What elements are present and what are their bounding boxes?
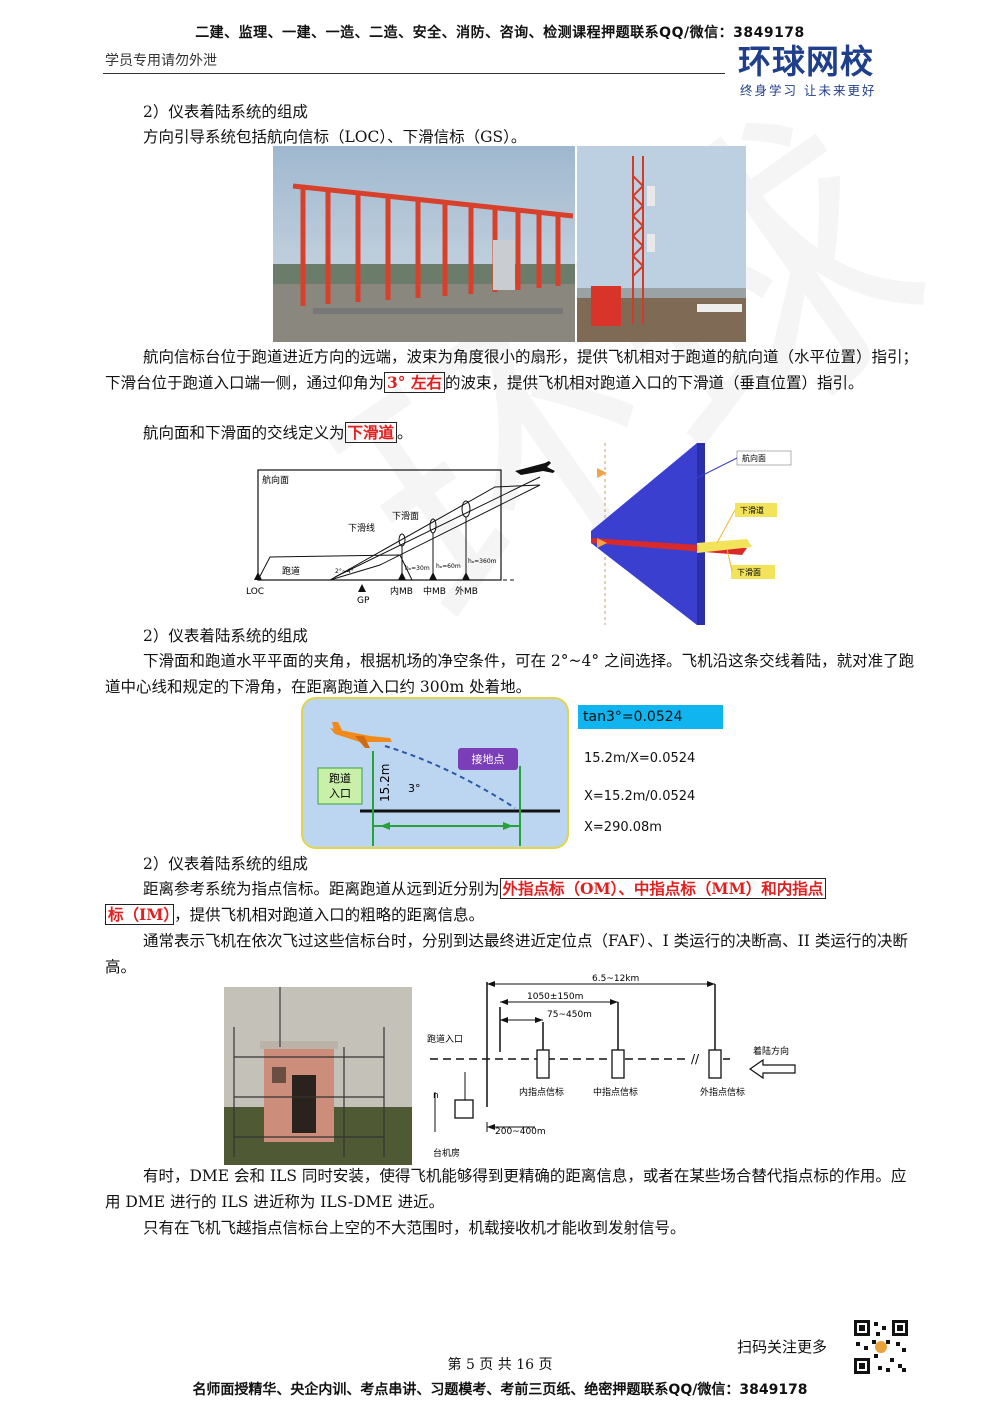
label-n: n xyxy=(433,1091,439,1101)
label-room: 台机房 xyxy=(433,1147,460,1159)
label-height: 15.2m xyxy=(378,764,392,802)
airplane-icon-touchdown xyxy=(330,722,392,748)
qr-code[interactable] xyxy=(852,1318,910,1376)
section3-para: 距离参考系统为指点信标。距离跑道从远到近分别为外指点标（OM）、中指点标（MM）… xyxy=(105,876,920,928)
label-touchdown: 接地点 xyxy=(472,753,505,766)
airplane-icon xyxy=(515,461,555,475)
logo-sub-text: 终身学习 让未来更好 xyxy=(740,83,877,98)
label-threshold-line2: 入口 xyxy=(329,787,351,800)
section1-def-a: 航向面和下滑面的交线定义为 xyxy=(143,424,345,442)
label-mm-marker: 中指点信标 xyxy=(593,1086,638,1098)
touchdown-diagram: 跑道 入口 接地点 15.2m 3° xyxy=(300,696,570,850)
header-divider xyxy=(103,73,725,74)
section1-desc-a: 航向信标台位于跑道进近方向的远端，波束为角度很小的扇形，提供飞机相对于跑道的航向… xyxy=(105,348,919,392)
section1-para: 方向引导系统包括航向信标（LOC）、下滑信标（GS）。 xyxy=(143,128,527,146)
marker-beacon-hut-photo xyxy=(224,987,412,1165)
glide-slope-tower-photo xyxy=(577,146,746,342)
section3-para2: 通常表示飞机在依次飞过这些信标台时，分别到达最终进近定位点（FAF）、I 类运行… xyxy=(105,932,908,976)
calc-tan3: tan3°=0.0524 xyxy=(578,705,723,729)
axis-break-icon: // xyxy=(691,1052,700,1066)
highlight-glide-path: 下滑道 xyxy=(344,422,398,443)
label-om: 外MB xyxy=(455,585,478,597)
section1-heading: 2）仪表着陆系统的组成 xyxy=(143,103,308,121)
section1-def-b: 。 xyxy=(397,424,413,442)
label-mm: 中MB xyxy=(423,585,446,597)
section4-para2: 只有在飞机飞越指点信标台上空的不大范围时，机载接收机才能收到发射信号。 xyxy=(143,1219,686,1237)
marker-distance-diagram: 6.5~12km 1050±150m 75~450m // 200~400m 跑… xyxy=(425,972,800,1162)
header-sub-text: 学员专用请勿外泄 xyxy=(105,53,217,69)
label-loc: LOC xyxy=(246,587,264,597)
label-h60: hₐ=60m xyxy=(436,563,461,570)
label-glide-plane-3d: 下滑面 xyxy=(737,567,761,577)
ils-schematic-diagram: 航向面 下滑线 下滑面 跑道 2°~4° hₐ=30m hₐ=60m hₐ=36… xyxy=(240,447,560,622)
calc-x-result: X=290.08m xyxy=(584,820,662,835)
section1-desc-b: 的波束，提供飞机相对跑道入口的下滑道（垂直位置）指引。 xyxy=(444,374,864,392)
section3-para-a: 距离参考系统为指点信标。距离跑道从远到近分别为 xyxy=(143,880,500,898)
localizer-glide-planes-3d: 航向面 下滑道 下滑面 xyxy=(577,443,802,625)
label-loc-plane-3d: 航向面 xyxy=(742,453,766,463)
label-glide-path-3d: 下滑道 xyxy=(740,505,764,515)
calc-x-expr: X=15.2m/0.0524 xyxy=(584,789,696,804)
label-loc-plane: 航向面 xyxy=(262,474,289,486)
label-dist-total: 6.5~12km xyxy=(592,974,639,984)
label-landing-direction: 着陆方向 xyxy=(753,1045,789,1057)
header-banner: 二建、监理、一建、一造、二造、安全、消防、咨询、检测课程押题联系QQ/微信：38… xyxy=(195,25,805,41)
logo: 环球网校 终身学习 让未来更好 xyxy=(738,44,918,100)
section4-para1: 有时，DME 会和 ILS 同时安装，使得飞机能够得到更精确的距离信息，或者在某… xyxy=(105,1167,907,1211)
page-number: 第 5 页 共 16 页 xyxy=(447,1357,553,1373)
label-h360: hₐ=360m xyxy=(468,558,497,565)
label-om-marker: 外指点信标 xyxy=(700,1086,745,1098)
label-dist-mm: 1050±150m xyxy=(527,992,583,1002)
label-im-marker: 内指点信标 xyxy=(519,1086,564,1098)
section1-description: 航向信标台位于跑道进近方向的远端，波束为角度很小的扇形，提供飞机相对于跑道的航向… xyxy=(105,344,920,396)
footer-banner: 名师面授精华、央企内训、考点串讲、习题模考、考前三页纸、绝密押题联系QQ/微信：… xyxy=(192,1382,808,1398)
label-dist-station: 200~400m xyxy=(495,1127,546,1137)
localizer-antenna-photo xyxy=(273,146,575,342)
scan-prompt: 扫码关注更多 xyxy=(737,1338,828,1356)
label-threshold-marker: 跑道入口 xyxy=(427,1033,463,1045)
section3-para-b: ，提供飞机相对跑道入口的粗略的距离信息。 xyxy=(174,906,485,924)
section3-heading: 2）仪表着陆系统的组成 xyxy=(143,855,308,873)
section2-para: 下滑面和跑道水平平面的夹角，根据机场的净空条件，可在 2°~4° 之间选择。飞机… xyxy=(105,652,915,696)
highlight-markers-1: 外指点标（OM）、中指点标（MM）和内指点 xyxy=(499,878,827,899)
label-dist-im: 75~450m xyxy=(547,1010,592,1020)
landing-direction-arrow-icon xyxy=(748,1058,796,1080)
label-3deg: 3° xyxy=(408,782,421,795)
label-glide-plane: 下滑面 xyxy=(392,511,419,522)
label-glide-line: 下滑线 xyxy=(348,522,375,534)
label-angle-range: 2°~4° xyxy=(335,568,354,575)
label-gp: GP xyxy=(357,596,370,606)
calc-ratio: 15.2m/X=0.0524 xyxy=(584,751,696,766)
label-h30: hₐ=30m xyxy=(405,565,430,572)
section2-heading: 2）仪表着陆系统的组成 xyxy=(143,627,308,645)
label-runway: 跑道 xyxy=(282,565,300,577)
label-im: 内MB xyxy=(390,585,413,597)
logo-main-text: 环球网校 xyxy=(738,42,874,81)
section1-definition: 航向面和下滑面的交线定义为下滑道。 xyxy=(143,420,413,446)
highlight-markers-2: 标（IM） xyxy=(105,904,175,925)
highlight-3deg: 3° 左右 xyxy=(384,372,445,393)
label-threshold-line1: 跑道 xyxy=(329,771,351,785)
